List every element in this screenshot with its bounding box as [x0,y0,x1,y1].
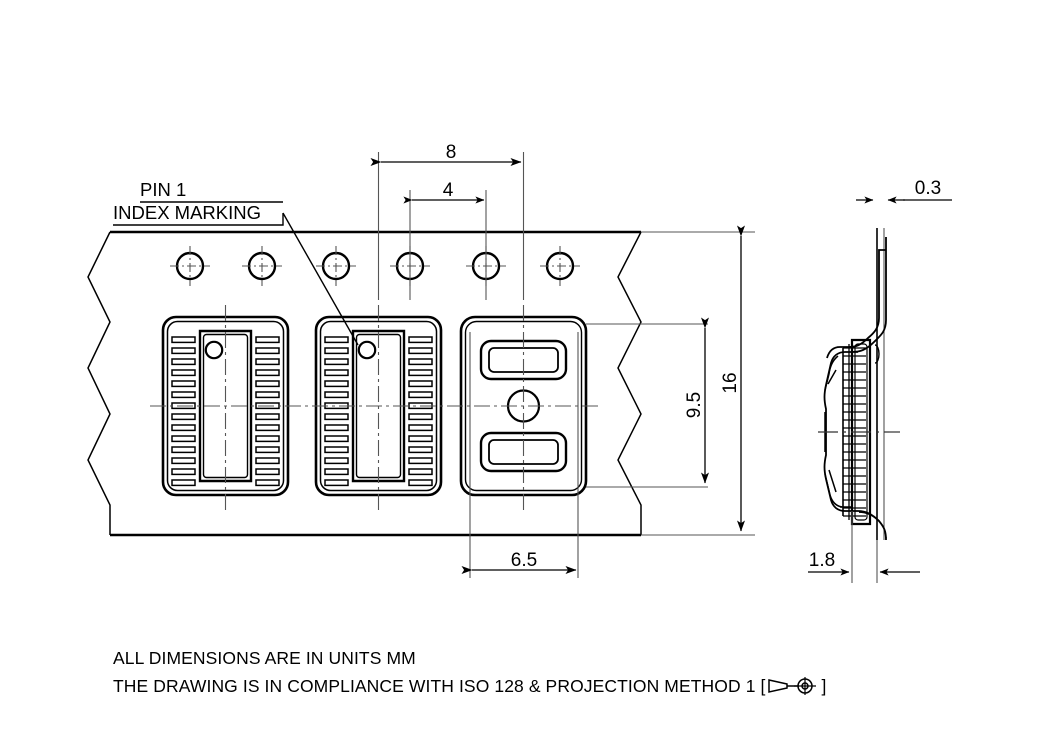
sprocket-hole [168,244,212,288]
sprocket-hole-row [168,244,582,288]
pin1-underline-2 [113,213,284,226]
dimension-4: 4 [403,180,487,300]
tape-outline [87,230,642,537]
dimension-16: 16 [641,225,755,536]
pocket-centerlines [224,305,525,512]
note-iso-text: THE DRAWING IS IN COMPLIANCE WITH ISO 12… [113,676,826,697]
note-iso-suffix: ] [821,676,827,696]
dimension-6-5: 6.5 [461,332,579,578]
note-iso-prefix: THE DRAWING IS IN COMPLIANCE WITH ISO 12… [113,676,766,696]
dimension-9-5-label: 9.5 [684,392,705,418]
break-line-right [617,231,642,535]
dimension-4-label: 4 [443,180,454,201]
break-line-left [87,231,111,535]
section-view-group: 0.3 1.8 [808,178,952,583]
dimension-8: 8 [370,142,525,300]
dimension-8-label: 8 [446,142,457,163]
first-angle-projection-icon [767,676,819,696]
pin1-label-line1: PIN 1 [140,179,186,200]
note-units-text: ALL DIMENSIONS ARE IN UNITS MM [113,648,416,668]
pin1-label-line2: INDEX MARKING [113,202,261,223]
pin1-annotation: PIN 1 INDEX MARKING [113,179,284,226]
dimension-1-8: 1.8 [808,511,920,583]
dimension-6-5-label: 6.5 [511,550,537,571]
sprocket-hole [538,244,582,288]
plan-view-group: 8 4 16 9.5 6.5 [87,142,755,578]
sprocket-hole [314,244,358,288]
sprocket-hole [240,244,284,288]
dimension-1-8-label: 1.8 [809,550,835,571]
dimension-0-3: 0.3 [856,178,952,204]
dimension-0-3-label: 0.3 [915,178,941,199]
dimension-9-5: 9.5 [586,317,709,488]
pin1-leader-line [282,212,359,346]
dimension-16-label: 16 [720,372,741,393]
